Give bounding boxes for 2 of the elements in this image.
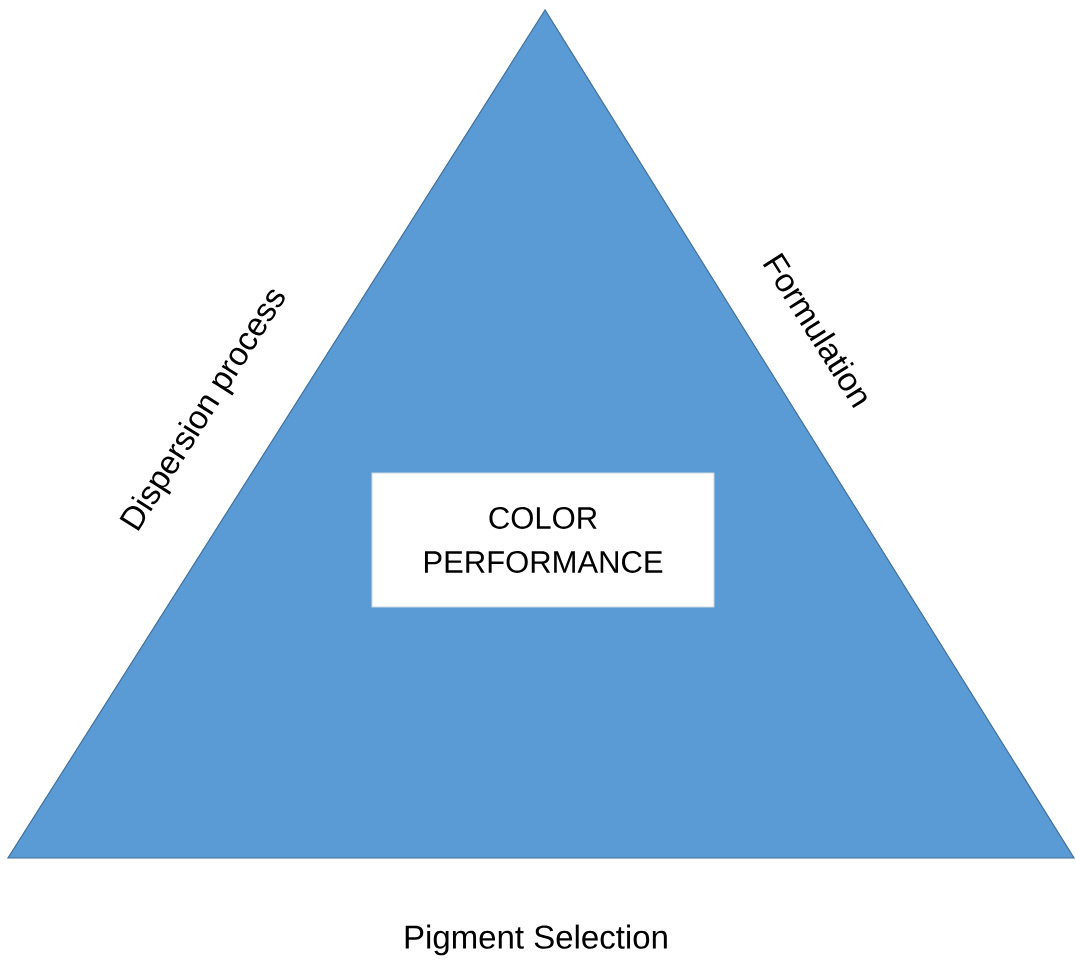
side-label: Pigment Selection — [405, 924, 667, 956]
label-box: COLOR PERFORMANCE — [371, 472, 715, 608]
